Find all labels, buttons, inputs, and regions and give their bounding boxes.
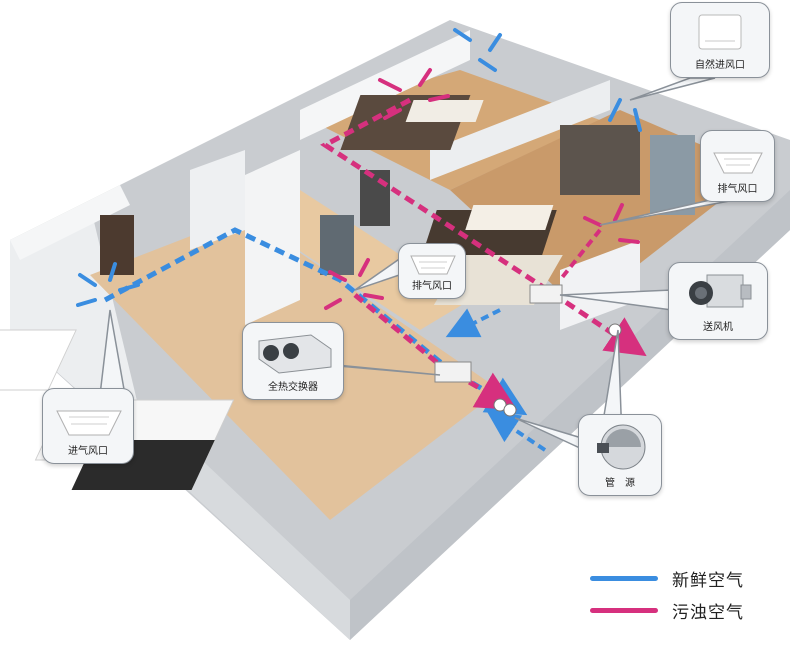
fresh-air-duct [103,227,547,452]
exhaust-vent-bedroom-label: 排气风口 [717,184,758,195]
interior-walls [10,30,640,330]
pipe-hood-icon [597,424,646,470]
legend-fresh-air: 新鲜空气 [590,566,744,591]
ceiling-vent-icon [410,255,456,275]
inlet-vent-label: 进气风口 [68,446,108,457]
polluted-air-label: 污浊空气 [672,603,744,623]
fresh-air-label: 新鲜空气 [672,571,744,591]
callout-pipe-source: 管 源 [578,414,662,496]
supply-fan-label: 送风机 [703,322,733,333]
callout-inlet-vent: 进气风口 [42,388,134,464]
callout-exhaust-vent-bedroom: 排气风口 [700,130,775,202]
callout-exhaust-vent-hall: 排气风口 [398,243,466,299]
natural-inlet-icon [698,14,742,50]
exhaust-vent-hall-label: 排气风口 [412,281,452,292]
heat-exchanger-icon [258,334,332,374]
callout-natural-inlet: 自然进风口 [670,2,770,78]
supply-fan-icon [689,274,752,308]
callout-supply-fan: 送风机 [668,262,768,340]
natural-inlet-label: 自然进风口 [695,60,745,71]
ceiling-vent-icon [713,152,763,174]
polluted-air-swatch [590,608,658,613]
legend-polluted-air: 污浊空气 [590,598,744,623]
pipe-source-label: 管 源 [605,478,635,489]
heat-exchanger-label: 全热交换器 [268,382,318,393]
ceiling-vent-icon [56,410,122,436]
fresh-air-swatch [590,576,658,581]
polluted-air-duct [320,97,647,411]
air-bursts [76,28,642,310]
callout-heat-exchanger: 全热交换器 [242,322,344,400]
